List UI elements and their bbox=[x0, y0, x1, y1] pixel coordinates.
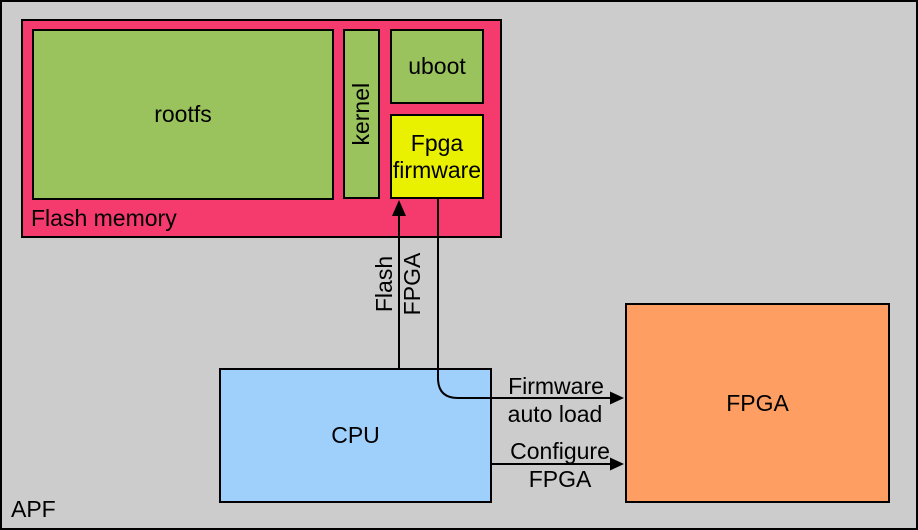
cpu-box: CPU bbox=[219, 368, 492, 503]
cpu-label: CPU bbox=[331, 422, 380, 449]
configure-fpga-label-line2: FPGA bbox=[528, 465, 592, 492]
fpga-label: FPGA bbox=[726, 389, 789, 416]
firmware-auto-load-label-line2: auto load bbox=[507, 400, 603, 427]
rootfs-label: rootfs bbox=[154, 101, 212, 128]
fpga-firmware-partition: Fpga firmware bbox=[390, 114, 484, 199]
apf-label: APF bbox=[11, 496, 56, 522]
kernel-partition: kernel bbox=[343, 29, 380, 199]
kernel-label: kernel bbox=[348, 82, 375, 146]
flash-fpga-arrow-label-line2: FPGA bbox=[398, 252, 425, 316]
rootfs-partition: rootfs bbox=[32, 29, 334, 200]
fpga-box: FPGA bbox=[625, 303, 890, 503]
configure-fpga-label-line1: Configure bbox=[510, 437, 610, 464]
flash-memory-label: Flash memory bbox=[31, 204, 177, 231]
fpga-firmware-label-line2: firmware bbox=[392, 156, 482, 183]
fpga-firmware-label-line1: Fpga bbox=[410, 130, 464, 157]
uboot-partition: uboot bbox=[390, 29, 484, 104]
firmware-auto-load-arrowhead bbox=[610, 391, 624, 405]
configure-fpga-arrowhead bbox=[610, 457, 624, 471]
flash-memory-box: rootfs kernel uboot Fpga firmware Flash … bbox=[21, 19, 502, 238]
flash-fpga-arrow-label-line1: Flash bbox=[370, 255, 397, 313]
uboot-label: uboot bbox=[408, 53, 466, 80]
firmware-auto-load-label-line1: Firmware bbox=[508, 372, 604, 399]
